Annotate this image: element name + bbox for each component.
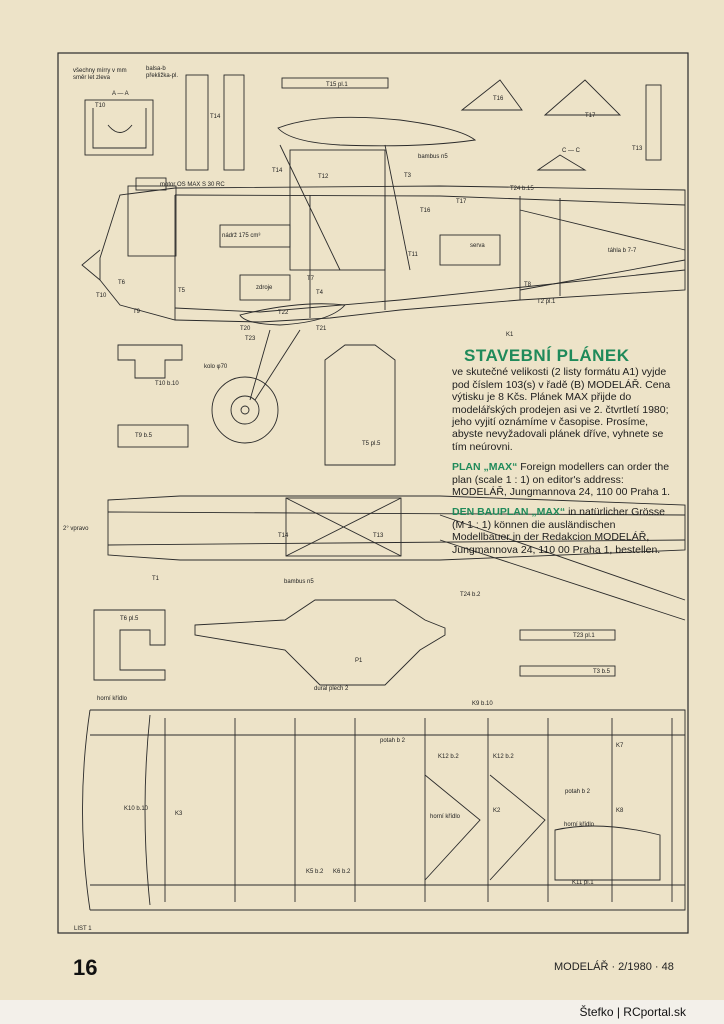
- label-t1: T1: [152, 576, 160, 582]
- label-t6-pl5: T6 pl.5: [120, 616, 139, 622]
- magazine-issue: MODELÁŘ · 2/1980 · 48: [554, 961, 674, 973]
- label-t9: T9: [133, 309, 141, 315]
- label-t13-top: T13: [373, 533, 384, 539]
- label-t9-b5: T9 b.5: [135, 433, 153, 439]
- label-horni-kridlo-3: horní křídlo: [564, 822, 595, 828]
- label-t10-aa: T10: [95, 103, 106, 109]
- label-section-aa: A — A: [112, 91, 129, 97]
- label-horni-kridlo-1: horní křídlo: [97, 696, 128, 702]
- plan-notice: STAVEBNÍ PLÁNEK ve skutečné velikosti (2…: [452, 346, 674, 564]
- label-t15: T15 pl.1: [326, 82, 348, 88]
- label-t12: T12: [318, 174, 329, 180]
- label-units: všechny mírry v mm: [73, 68, 127, 74]
- label-direction: směr let zleva: [73, 75, 111, 81]
- label-potah-1: potah b 2: [380, 738, 406, 744]
- label-k10: K10 b.10: [124, 806, 149, 812]
- label-t4: T4: [316, 290, 324, 296]
- notice-de-text: in natürlicher Grösse (M 1 : 1) können d…: [452, 506, 665, 556]
- label-zdroj: zdroje: [256, 285, 273, 291]
- label-t24: T24 b.15: [510, 186, 534, 192]
- label-t5-pl5: T5 pl.5: [362, 441, 381, 447]
- page-number: 16: [73, 955, 98, 980]
- notice-en-head: PLAN „MAX“: [452, 461, 518, 474]
- label-p1: P1: [355, 658, 363, 664]
- label-k12-b: K12 b.2: [493, 754, 514, 760]
- label-t17-part: T17: [585, 113, 596, 119]
- label-t20: T20: [240, 326, 251, 332]
- label-motor: motor OS MAX S 30 RC: [160, 182, 225, 188]
- notice-title: STAVEBNÍ PLÁNEK: [464, 346, 630, 365]
- label-t21: T21: [316, 326, 327, 332]
- notice-de: DEN BAUPLAN „MAX“ in natürlicher Grösse …: [452, 506, 674, 556]
- label-t14: T14: [272, 168, 283, 174]
- label-k6: K6 b.2: [333, 869, 351, 875]
- label-t2: T2 pl.1: [537, 299, 556, 305]
- credit-text: Štefko | RCportal.sk: [579, 1005, 687, 1019]
- label-t8: T8: [524, 282, 532, 288]
- label-dural: dural plech 2: [314, 686, 349, 692]
- label-t3: T3: [404, 173, 412, 179]
- label-t24-b2: T24 b.2: [460, 592, 481, 598]
- label-t10: T10: [96, 293, 107, 299]
- label-t6: T6: [118, 280, 126, 286]
- label-k7: K7: [616, 743, 624, 749]
- label-horni-kridlo-2: horní křídlo: [430, 814, 461, 820]
- label-tahla: táhla b 7-7: [608, 248, 637, 254]
- label-k2: K2: [493, 808, 501, 814]
- label-t14-top: T14: [278, 533, 289, 539]
- label-t16-part: T16: [493, 96, 504, 102]
- label-t23: T23: [245, 336, 256, 342]
- label-t11: T11: [408, 252, 419, 258]
- label-t5: T5: [178, 288, 186, 294]
- notice-en: PLAN „MAX“ Foreign modellers can order t…: [452, 461, 674, 498]
- label-balsa: balsa-b: [146, 66, 166, 72]
- label-vpravo: 2° vpravo: [63, 526, 89, 532]
- label-t16: T16: [420, 208, 431, 214]
- label-k1: K1: [506, 332, 514, 338]
- label-list: LIST 1: [74, 926, 92, 932]
- label-bambus-2: bambus n5: [284, 579, 314, 585]
- label-t17: T17: [456, 199, 467, 205]
- label-preklizka: překližka-pl.: [146, 73, 178, 79]
- label-k5: K5 b.2: [306, 869, 324, 875]
- label-k11: K11 pl.1: [572, 880, 594, 886]
- label-t22: T22: [278, 310, 289, 316]
- label-bambus-1: bambus n5: [418, 154, 448, 160]
- notice-de-head: DEN BAUPLAN „MAX“: [452, 506, 566, 519]
- label-t13-part: T13: [632, 146, 643, 152]
- label-k9: K9 b.10: [472, 701, 493, 707]
- notice-en-text: Foreign modellers can order the plan (sc…: [452, 461, 671, 499]
- label-t10-b10: T10 b.10: [155, 381, 179, 387]
- label-k12-a: K12 b.2: [438, 754, 459, 760]
- label-serva: serva: [470, 243, 485, 249]
- label-section-cc: C — C: [562, 148, 581, 154]
- label-k8: K8: [616, 808, 624, 814]
- label-potah-2: potah b 2: [565, 789, 591, 795]
- label-t23-pl1: T23 pl.1: [573, 633, 595, 639]
- label-nadrz: nádrž 175 cm³: [222, 233, 260, 239]
- label-kolo: kolo φ70: [204, 364, 228, 370]
- label-t7: T7: [307, 276, 315, 282]
- label-t14-part: T14: [210, 114, 221, 120]
- notice-cz-text: ve skutečné velikosti (2 listy formátu A…: [452, 366, 671, 453]
- credit-bar: Štefko | RCportal.sk: [0, 1000, 724, 1024]
- label-k3: K3: [175, 811, 183, 817]
- label-t3-b5: T3 b.5: [593, 669, 611, 675]
